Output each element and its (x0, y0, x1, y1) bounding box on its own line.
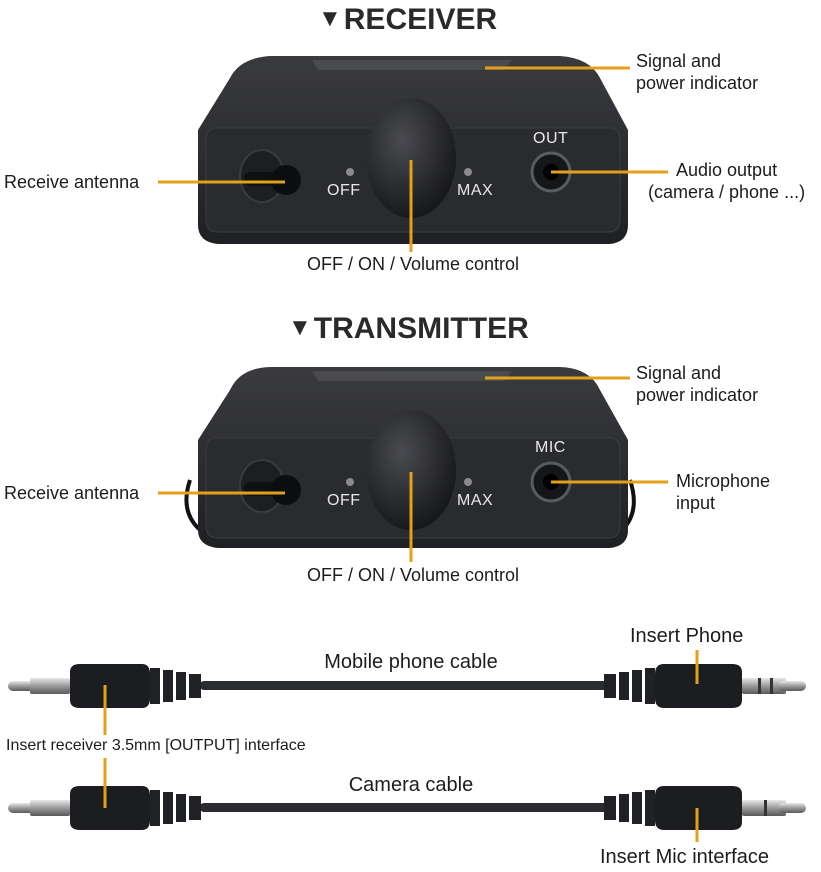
receiver-heading: ▼RECEIVER (318, 2, 497, 37)
insert-phone-label: Insert Phone (630, 625, 744, 647)
phone-cable-label: Mobile phone cable (324, 651, 498, 673)
down-triangle-icon: ▼ (318, 5, 342, 32)
transmitter-jack-text: MIC (535, 439, 566, 456)
receiver-output-label-1: Audio output (676, 160, 778, 180)
down-triangle-icon: ▼ (288, 314, 312, 341)
receiver-antenna-label: Receive antenna (4, 172, 140, 192)
receiver-signal-label-2: power indicator (636, 73, 759, 93)
receiver-device (198, 56, 628, 244)
transmitter-off-text: OFF (327, 492, 361, 509)
leader-lines (103, 66, 699, 842)
insert-mic-label: Insert Mic interface (600, 846, 769, 868)
receiver-max-text: MAX (457, 182, 494, 199)
transmitter-heading: ▼TRANSMITTER (288, 311, 529, 346)
receiver-signal-label-1: Signal and (636, 51, 722, 71)
insert-receiver-label: Insert receiver 3.5mm [OUTPUT] interface (6, 737, 306, 754)
receiver-off-text: OFF (327, 182, 361, 199)
transmitter-volume-label: OFF / ON / Volume control (306, 565, 520, 585)
transmitter-signal-label-2: power indicator (636, 385, 759, 405)
receiver-heading-text: RECEIVER (343, 3, 498, 36)
camera-cable-label: Camera cable (348, 774, 474, 796)
receiver-jack-text: OUT (533, 130, 569, 147)
camera-cable (8, 786, 806, 830)
transmitter-heading-text: TRANSMITTER (313, 312, 529, 345)
receiver-volume-label: OFF / ON / Volume control (306, 254, 520, 274)
phone-cable (8, 664, 806, 708)
transmitter-mic-label-2: input (676, 493, 716, 513)
transmitter-device (184, 367, 636, 548)
transmitter-mic-label-1: Microphone (676, 471, 771, 491)
transmitter-max-text: MAX (457, 492, 494, 509)
receiver-output-label-2: (camera / phone ...) (648, 182, 806, 202)
transmitter-antenna-label: Receive antenna (4, 483, 140, 503)
transmitter-signal-label-1: Signal and (636, 363, 722, 383)
